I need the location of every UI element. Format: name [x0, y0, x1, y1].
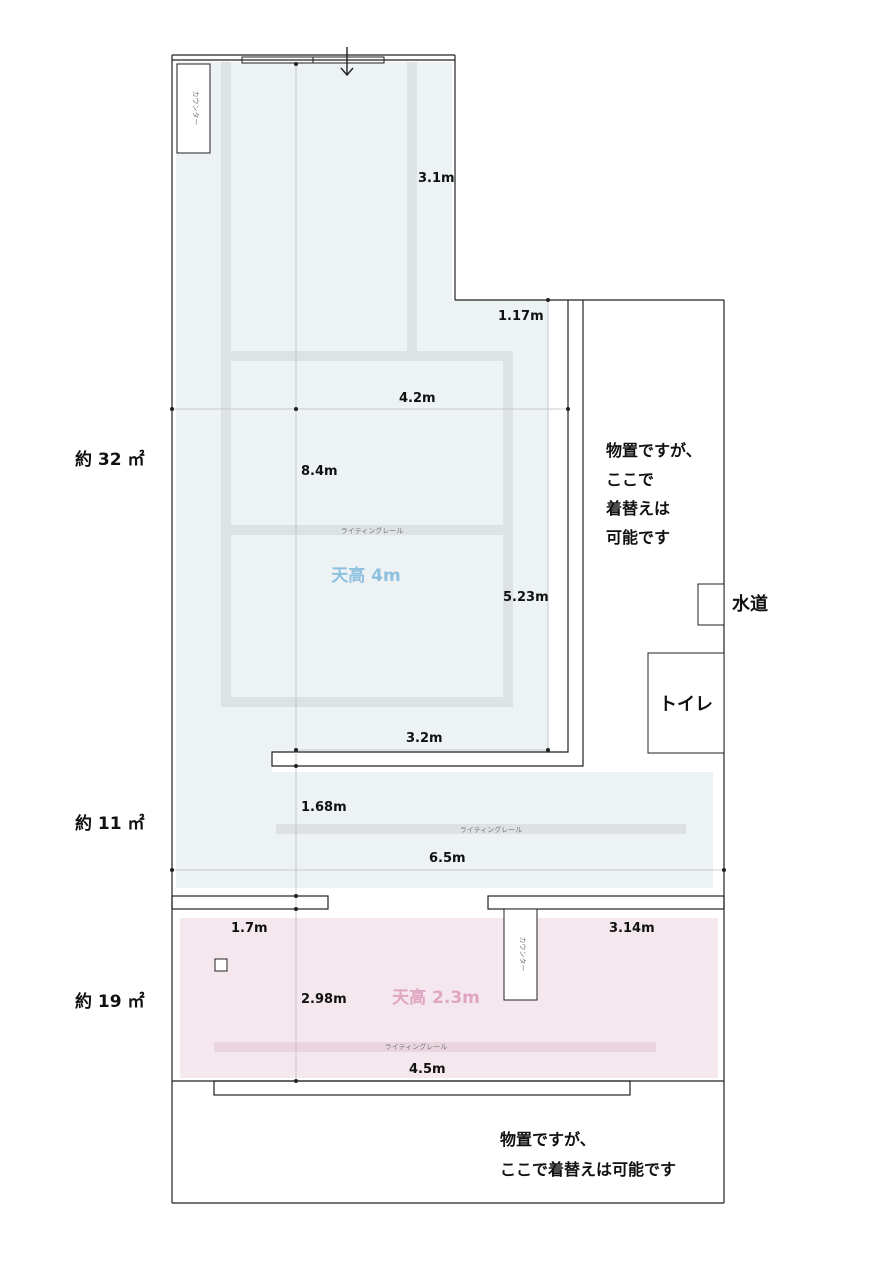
- dimension-2-98: 2.98m: [301, 992, 347, 1007]
- measure-points: [170, 62, 726, 1083]
- counter-top: [176, 63, 211, 154]
- rail-label-middle: ライティングレール: [460, 825, 522, 834]
- ceiling-grid: [221, 62, 513, 707]
- water-label: 水道: [732, 593, 768, 615]
- lighting-rail-bottom: [214, 1042, 656, 1052]
- rail-label-upper: ライティングレール: [341, 526, 403, 535]
- ceiling-height-main: 天高 4m: [331, 565, 400, 586]
- rail-label-bottom: ライティングレール: [385, 1042, 447, 1051]
- small-square-object: [214, 958, 228, 972]
- measure-lines: [172, 62, 724, 1081]
- area-lower: 約 19 ㎡: [75, 991, 145, 1012]
- entrance-door: [241, 56, 385, 64]
- dimension-3-14: 3.14m: [609, 921, 655, 936]
- counter-lower-label: カウンター: [519, 937, 528, 972]
- dimension-5-23: 5.23m: [503, 590, 549, 605]
- dimension-1-68: 1.68m: [301, 800, 347, 815]
- storage-note-right-line-4: 可能です: [606, 528, 670, 547]
- counter-lower: [503, 908, 538, 1001]
- entrance-arrow-icon: [340, 47, 354, 77]
- storage-note-bottom-line-1: 物置ですが、: [500, 1130, 596, 1149]
- ceiling-height-lower: 天高 2.3m: [392, 987, 480, 1008]
- lighting-rail-lower: [276, 824, 686, 834]
- dimension-3-1: 3.1m: [418, 171, 455, 186]
- dimension-1-7: 1.7m: [231, 921, 268, 936]
- main-floor-area: [176, 62, 713, 888]
- storage-note-bottom-line-2: ここで着替えは可能です: [500, 1160, 676, 1179]
- toilet-room: [647, 652, 725, 754]
- storage-note-right-line-1: 物置ですが、: [606, 441, 702, 460]
- toilet-label: トイレ: [659, 694, 713, 715]
- storage-note-right-line-2: ここで: [606, 470, 654, 489]
- dimension-1-17: 1.17m: [498, 309, 544, 324]
- dimension-3-2: 3.2m: [406, 731, 443, 746]
- area-upper: 約 32 ㎡: [75, 449, 145, 470]
- counter-top-label: カウンター: [192, 91, 201, 126]
- dimension-4-2: 4.2m: [399, 391, 436, 406]
- dimension-6-5: 6.5m: [429, 851, 466, 866]
- area-middle: 約 11 ㎡: [75, 813, 145, 834]
- dimension-8-4: 8.4m: [301, 464, 338, 479]
- dimension-4-5: 4.5m: [409, 1062, 446, 1077]
- storage-note-right-line-3: 着替えは: [605, 499, 670, 518]
- water-tap: [697, 583, 725, 626]
